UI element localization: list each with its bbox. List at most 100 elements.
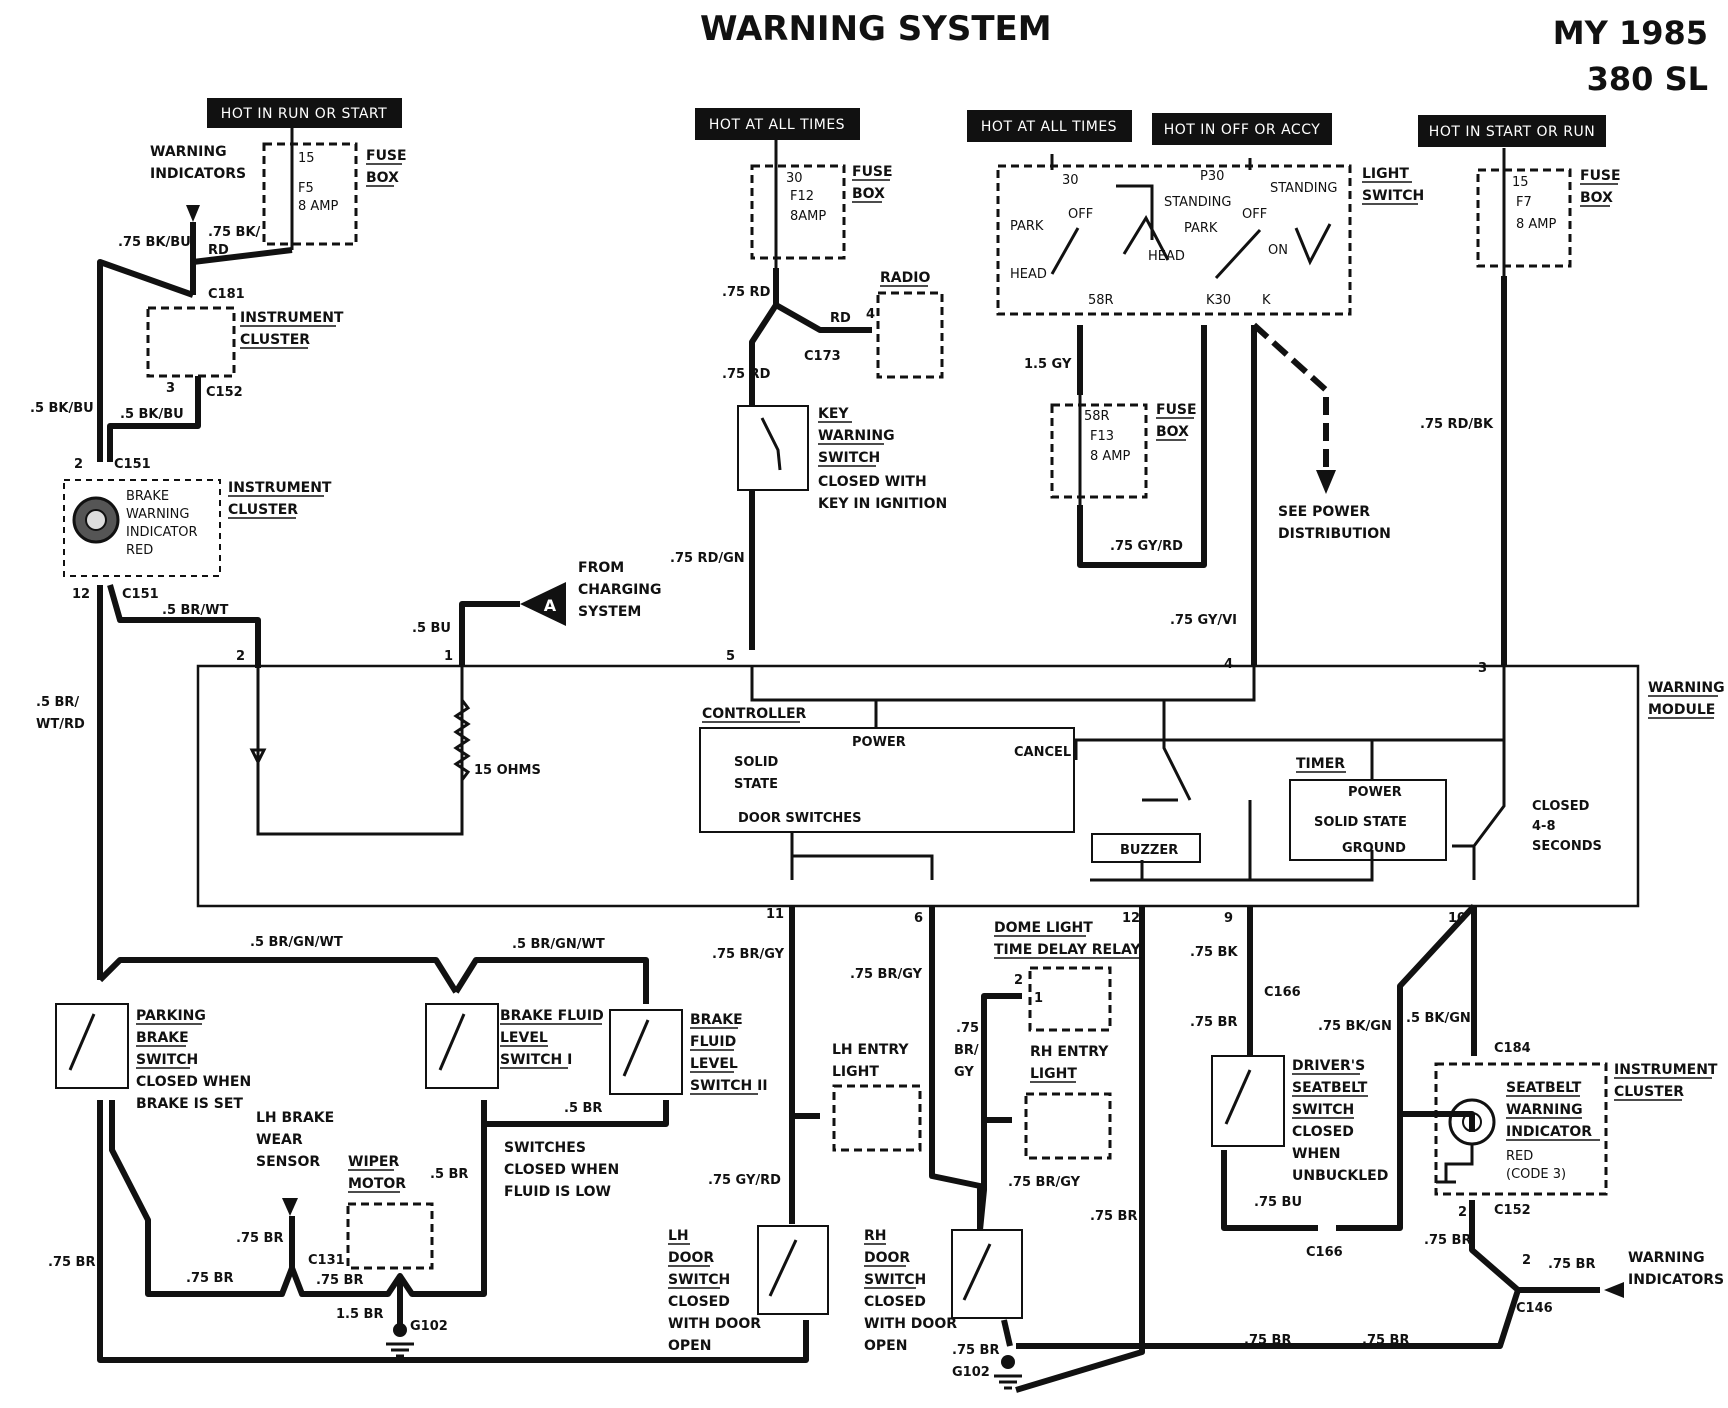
instrument-cluster-2-label: INSTRUMENT CLUSTER	[228, 480, 332, 519]
seatbelt-wiring	[1016, 1114, 1600, 1349]
drivers-seatbelt-switch: DRIVER'S SEATBELT SWITCH CLOSED WHEN UNB…	[1211, 1055, 1388, 1184]
connector-g102-a: G102	[410, 1319, 448, 1334]
hot-label-all-times-1: HOT AT ALL TIMES	[695, 108, 860, 140]
svg-text:HOT AT ALL TIMES: HOT AT ALL TIMES	[709, 117, 845, 133]
svg-text:LIGHT: LIGHT	[832, 1064, 879, 1080]
svg-text:BOX: BOX	[852, 186, 885, 202]
wire-label-w6a: .5 BR/	[36, 695, 79, 710]
wire-label-w21a: .75	[956, 1021, 979, 1036]
module-pin-11: 11	[766, 907, 784, 922]
wire-label-w9: RD	[830, 311, 851, 326]
wire-label-w29: .75 BU	[1254, 1195, 1302, 1210]
wire-label-w35: .5 BR	[430, 1167, 468, 1182]
svg-text:F13: F13	[1090, 429, 1114, 444]
svg-text:INSTRUMENT: INSTRUMENT	[240, 310, 344, 326]
svg-text:FLUID: FLUID	[690, 1034, 736, 1050]
svg-text:OFF: OFF	[1068, 207, 1093, 222]
svg-text:BOX: BOX	[1580, 190, 1613, 206]
pin-2a: 2	[74, 457, 83, 472]
svg-text:58R: 58R	[1084, 409, 1110, 424]
svg-text:BOX: BOX	[1156, 424, 1189, 440]
c146-pin-2: 2	[1522, 1253, 1531, 1268]
wire-label-w12: 1.5 GY	[1024, 357, 1072, 372]
wire-label-w15: .75 RD/BK	[1420, 417, 1494, 432]
svg-text:WHEN: WHEN	[1292, 1146, 1340, 1162]
from-charging-system: FROM CHARGING SYSTEM	[578, 560, 662, 620]
wire-label-w8: .75 RD	[722, 285, 771, 300]
dome-light-wiring	[977, 993, 1022, 1347]
wire-label-w1: .75 BK/BU	[118, 235, 191, 250]
connector-c151-a: C151	[114, 457, 151, 472]
wire-label-w25: .75 BK	[1190, 945, 1238, 960]
svg-text:FUSE: FUSE	[852, 164, 893, 180]
wire-label-w26: .75 BR	[1190, 1015, 1237, 1030]
svg-text:WIPER: WIPER	[348, 1154, 399, 1170]
svg-text:TIME DELAY RELAY: TIME DELAY RELAY	[994, 942, 1142, 958]
warning-module: WARNING MODULE	[196, 664, 1725, 908]
wire-label-w30: .75 BR	[952, 1343, 999, 1358]
svg-text:SYSTEM: SYSTEM	[578, 604, 641, 620]
svg-text:WITH DOOR: WITH DOOR	[668, 1316, 761, 1332]
module-pin-6: 6	[914, 911, 923, 926]
svg-text:DRIVER'S: DRIVER'S	[1292, 1058, 1365, 1074]
instrument-cluster-3-label: INSTRUMENT CLUSTER	[1614, 1062, 1718, 1101]
module-pin-1: 1	[444, 649, 453, 664]
svg-text:2: 2	[1014, 973, 1023, 988]
svg-text:STATE: STATE	[734, 777, 778, 792]
connector-c151-b: C151	[122, 587, 159, 602]
svg-text:SOLID: SOLID	[734, 755, 779, 770]
svg-text:WITH DOOR: WITH DOOR	[864, 1316, 957, 1332]
model-year: MY 1985	[1553, 14, 1708, 52]
svg-text:OPEN: OPEN	[668, 1338, 711, 1354]
module-pin-2: 2	[236, 649, 245, 664]
wire-label-w22: .75 GY/RD	[708, 1173, 781, 1188]
svg-text:LH: LH	[668, 1228, 689, 1244]
svg-text:CLOSED: CLOSED	[1292, 1124, 1354, 1140]
buzzer: BUZZER	[1091, 833, 1201, 863]
svg-text:WARNING: WARNING	[1628, 1250, 1705, 1266]
svg-text:CLOSED: CLOSED	[864, 1294, 926, 1310]
svg-text:LH BRAKE: LH BRAKE	[256, 1110, 334, 1126]
svg-text:SWITCH: SWITCH	[864, 1272, 926, 1288]
wire-label-w16: .5 BR/GN/WT	[250, 935, 343, 950]
svg-text:TIMER: TIMER	[1296, 756, 1345, 772]
wire-label-w6b: WT/RD	[36, 717, 85, 732]
svg-text:8AMP: 8AMP	[790, 209, 826, 224]
svg-text:SWITCH: SWITCH	[1362, 188, 1424, 204]
svg-text:RADIO: RADIO	[880, 270, 930, 286]
svg-text:4-8: 4-8	[1532, 819, 1556, 834]
svg-text:SENSOR: SENSOR	[256, 1154, 320, 1170]
wire-label-w39: .75 BR	[316, 1273, 363, 1288]
svg-text:HEAD: HEAD	[1010, 267, 1047, 282]
svg-text:SEE POWER: SEE POWER	[1278, 504, 1370, 520]
resistor-label: 15 OHMS	[474, 763, 541, 778]
switches-closed-note: SWITCHES CLOSED WHEN FLUID IS LOW	[504, 1140, 619, 1200]
svg-text:MODULE: MODULE	[1648, 702, 1715, 718]
hot-label-start-run: HOT IN START OR RUN	[1418, 115, 1606, 147]
diagram-title: WARNING SYSTEM	[700, 9, 1052, 49]
svg-text:HOT IN START OR RUN: HOT IN START OR RUN	[1429, 124, 1595, 140]
fuse-box-4: 15 F7 8 AMP FUSE BOX	[1476, 148, 1621, 276]
svg-text:SWITCH I: SWITCH I	[500, 1052, 572, 1068]
svg-text:CLUSTER: CLUSTER	[228, 502, 298, 518]
svg-text:LIGHT: LIGHT	[1030, 1066, 1077, 1082]
brake-warning-indicator: BRAKE WARNING INDICATOR RED	[63, 479, 221, 577]
svg-text:CONTROLLER: CONTROLLER	[702, 706, 807, 722]
svg-text:WARNING: WARNING	[1506, 1102, 1583, 1118]
ground-g102-b	[994, 1355, 1022, 1390]
svg-text:RED: RED	[1506, 1149, 1533, 1164]
svg-text:CANCEL: CANCEL	[1014, 745, 1071, 760]
svg-text:GROUND: GROUND	[1342, 841, 1406, 856]
svg-text:INDICATOR: INDICATOR	[126, 525, 198, 540]
svg-text:BRAKE FLUID: BRAKE FLUID	[500, 1008, 604, 1024]
svg-text:FLUID IS LOW: FLUID IS LOW	[504, 1184, 611, 1200]
wire-label-w19: .75 BR/GY	[712, 947, 785, 962]
svg-text:BOX: BOX	[366, 170, 399, 186]
svg-text:DISTRIBUTION: DISTRIBUTION	[1278, 526, 1391, 542]
hot-label-off-accy: HOT IN OFF OR ACCY	[1152, 113, 1332, 145]
wire-label-w3: .5 BK/BU	[30, 401, 94, 416]
wire-label-w20: .75 BR/GY	[850, 967, 923, 982]
svg-text:F5: F5	[298, 181, 314, 196]
svg-text:30: 30	[786, 171, 803, 186]
